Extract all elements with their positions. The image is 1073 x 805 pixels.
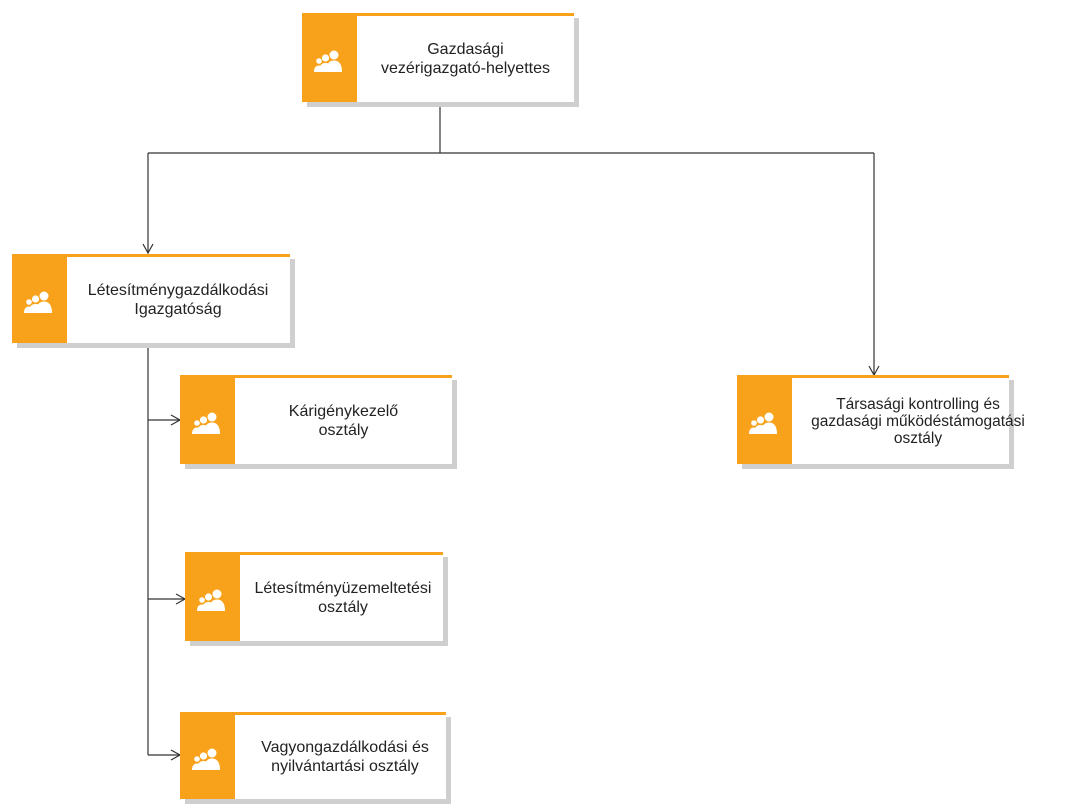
group-of-people-icon [314,50,342,72]
node-label: Létesítménygazdálkodási Igazgatóság [87,282,269,318]
node-accent-tab [12,257,67,343]
node-label: Gazdasági vezérigazgató-helyettes [381,41,550,77]
node-tarsasagi-kontrolling-osztaly[interactable]: Társasági kontrolling és gazdasági működ… [737,375,1025,464]
node-accent-tab [302,16,357,102]
group-of-people-icon [749,412,777,434]
node-vagyongazdalkodasi-es-nyilvantartasi-osztaly[interactable]: Vagyongazdálkodási és nyilvántartási osz… [180,712,446,799]
group-of-people-icon [192,748,220,770]
node-accent-tab [180,715,235,799]
node-accent-tab [180,378,235,464]
node-label: Kárigénykezelő osztály [288,403,399,439]
node-letesitmenygazdalkodasi-igazgatosag[interactable]: Létesítménygazdálkodási Igazgatóság [12,254,290,343]
node-label: Társasági kontrolling és gazdasági működ… [811,395,1025,447]
node-label: Létesítményüzemeltetési osztály [254,580,432,616]
node-letesitmenyuzemeltetesi-osztaly[interactable]: Létesítményüzemeltetési osztály [185,552,443,641]
node-accent-tab [737,378,792,464]
group-of-people-icon [197,589,225,611]
group-of-people-icon [192,412,220,434]
node-gazdasagi-vezerigazgato-helyettes[interactable]: Gazdasági vezérigazgató-helyettes [302,13,574,102]
node-karigenykezelo-osztaly[interactable]: Kárigénykezelő osztály [180,375,452,464]
node-accent-tab [185,555,240,641]
node-label: Vagyongazdálkodási és nyilvántartási osz… [261,739,429,775]
group-of-people-icon [24,291,52,313]
